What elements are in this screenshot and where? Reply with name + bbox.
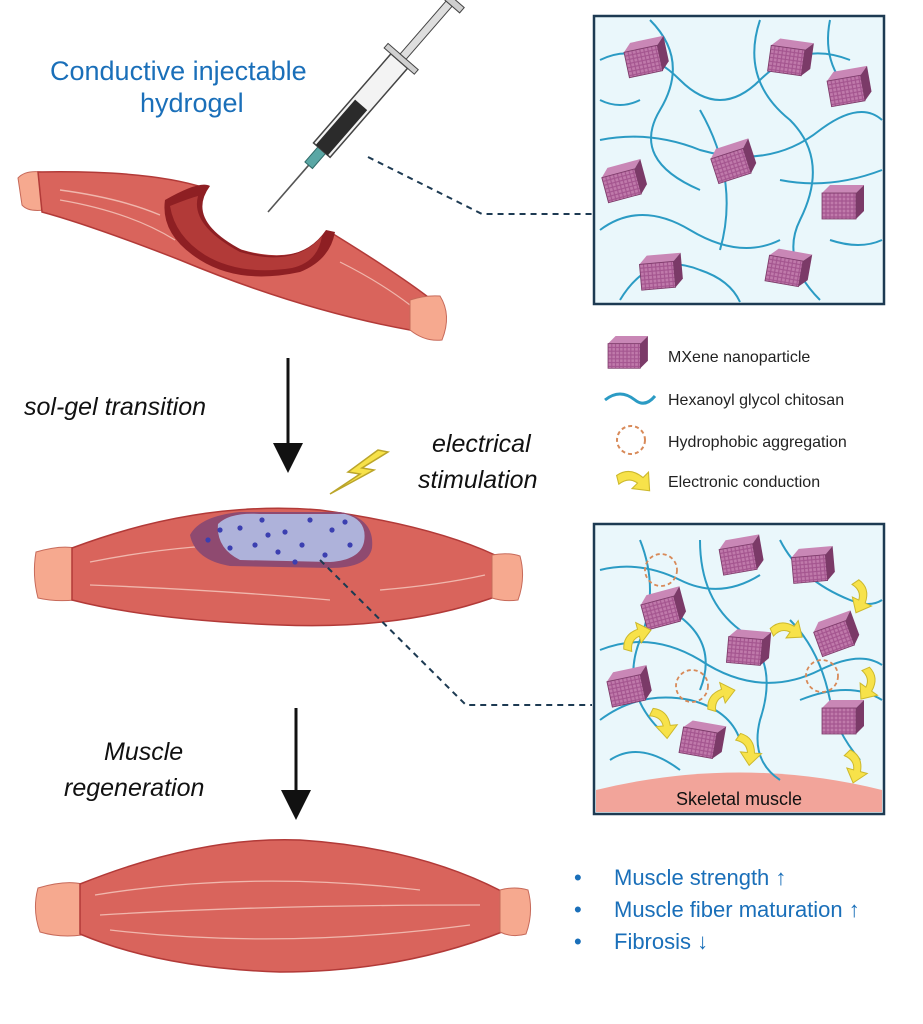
legend-item-mxene: MXene nanoparticle [668,349,810,366]
syringe-icon [267,0,465,213]
curved-arrow-icon [616,470,651,492]
outcome-item: Muscle fiber maturation ↑ [614,897,860,922]
legend-item-conduction: Electronic conduction [668,474,820,491]
lightning-icon [329,449,391,495]
outcomes-list: • Muscle strength ↑ • Muscle fiber matur… [574,865,860,954]
stimulation-label-line2: stimulation [418,466,538,494]
dashed-circle-icon [616,425,646,455]
connector-top [367,156,592,215]
regenerated-muscle [34,838,532,973]
muscle-with-hydrogel [33,507,524,627]
legend-item-aggregation: Hydrophobic aggregation [668,434,847,451]
skeletal-muscle-label: Skeletal muscle [676,789,802,809]
mxene-cube-icon [607,335,649,369]
outcome-item: Muscle strength ↑ [614,865,786,890]
sol-gel-label: sol-gel transition [24,393,206,421]
injectable-hydrogel-label-line2: hydrogel [140,88,244,118]
regeneration-label-line2: regeneration [64,774,204,802]
connector-middle [319,559,592,706]
legend: MXene nanoparticle Hexanoyl glycol chito… [604,335,847,492]
stimulation-label-line1: electrical [432,430,532,458]
outcome-bullet: • [574,897,582,922]
injured-muscle [17,171,447,341]
conduction-panel: Skeletal muscle [592,522,886,816]
injectable-hydrogel-label-line1: Conductive injectable [50,56,307,86]
chitosan-strand-icon [604,392,657,405]
legend-item-chitosan: Hexanoyl glycol chitosan [668,392,844,409]
regeneration-label-line1: Muscle [104,738,183,766]
outcome-bullet: • [574,865,582,890]
hydrogel-network-panel [592,14,886,306]
outcome-item: Fibrosis ↓ [614,929,708,954]
outcome-bullet: • [574,929,582,954]
